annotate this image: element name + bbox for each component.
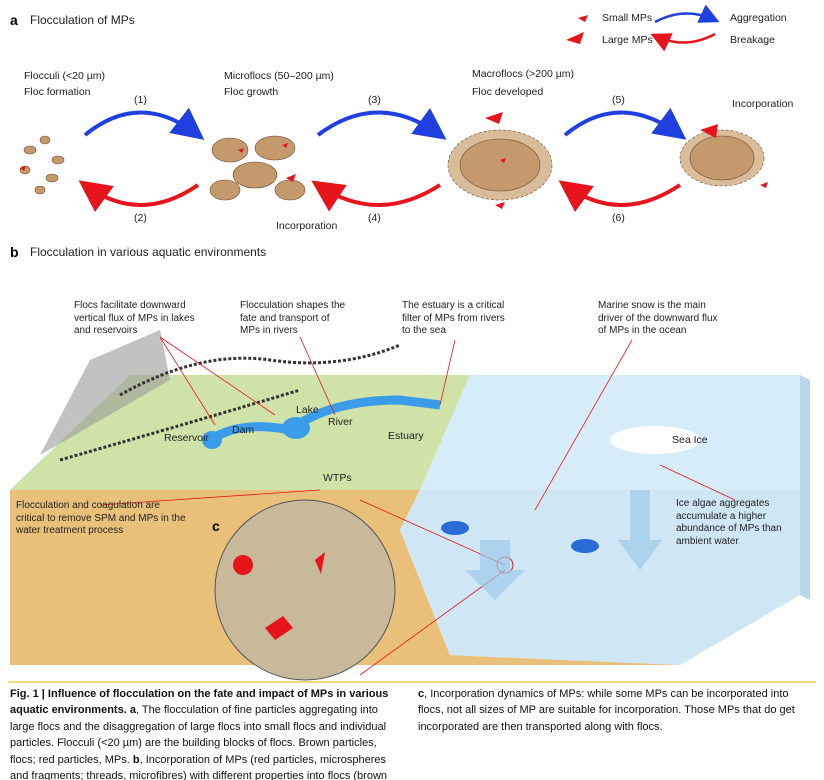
step-label: (1) [134,94,147,106]
incorporation-label: Incorporation [732,98,794,110]
water-column [400,490,800,665]
small-mp-icon [578,15,588,22]
panel-b-letter: b [10,244,19,260]
annotation-lakes: Flocs facilitate downward vertical flux … [74,300,195,336]
breakage-arrow-icon [650,32,716,52]
flocs [19,129,765,201]
label-estuary: Estuary [388,430,424,442]
incorporation-label: Incorporation [276,220,338,232]
panel-c-letter: c [212,518,220,534]
annotation-rivers: Flocculation shapes the fate and transpo… [240,300,346,336]
landscape [10,330,810,681]
caption-right: c, Incorporation dynamics of MPs: while … [418,686,814,735]
process-arrows [78,107,687,213]
stage-name: Microflocs (50–200 µm) [224,70,334,82]
caption-c-letter: c [418,688,425,700]
inset-circle [214,499,396,681]
label-reservoir: Reservoir [164,432,209,444]
stage-sub: Floc growth [224,86,279,98]
label-wtps: WTPs [323,472,352,484]
caption-b-letter: b [132,753,140,766]
legend-small-mps: Small MPs [602,12,653,24]
sea-ice [610,426,700,454]
caption-a-text: , The flocculation of fine particles agg… [10,704,387,766]
road [59,388,301,462]
caption-b-text: , Incorporation of MPs (red particles, m… [10,753,388,780]
panel-a-title: Flocculation of MPs [30,13,135,27]
caption-left: Fig. 1 | Influence of flocculation on th… [10,686,402,780]
step-label: (6) [612,212,625,224]
label-dam: Dam [232,424,255,436]
annotation-ice-algae: Ice algae aggregates accumulate a higher… [676,498,782,547]
downward-flux-arrow [618,490,662,570]
caption-a-letter: a [129,704,136,717]
step-label: (4) [368,212,381,224]
stage-sub: Floc formation [24,86,91,98]
annotation-estuary: The estuary is a critical filter of MPs … [402,300,505,336]
reservoir [202,431,222,449]
annotation-marine-snow: Marine snow is the main driver of the do… [598,300,718,336]
legend-aggregation: Aggregation [730,12,787,24]
sea-surface [420,375,800,490]
large-mp-icon [566,32,584,44]
microplastics-a [20,112,768,209]
lake [282,417,310,439]
step-label: (2) [134,212,147,224]
aggregation-arrow-icon [654,4,720,24]
annotation-lines [99,336,736,511]
label-sea-ice: Sea Ice [672,434,708,446]
fish-icon [571,539,599,553]
annotation-wtp: Flocculation and coagulation are critica… [16,500,186,536]
step-label: (5) [612,94,625,106]
panel-a-letter: a [10,12,18,28]
step-label: (3) [368,94,381,106]
road [119,343,401,397]
stage-sub: Floc developed [472,86,544,98]
label-river: River [328,416,353,428]
stage-name: Flocculi (<20 µm) [24,70,106,82]
legend-large-mps: Large MPs [602,34,653,46]
fish-icon [441,521,469,535]
caption-title: Fig. 1 | Influence of flocculation on th… [10,688,389,717]
stage-name: Macroflocs (>200 µm) [472,68,575,80]
legend-breakage: Breakage [730,34,775,46]
legend-icons [566,4,720,52]
label-lake: Lake [296,404,319,416]
downward-flux-arrow [465,540,525,600]
mountain [40,330,170,455]
caption-c-text: , Incorporation dynamics of MPs: while s… [418,688,795,733]
panel-b-title: Flocculation in various aquatic environm… [30,245,267,259]
